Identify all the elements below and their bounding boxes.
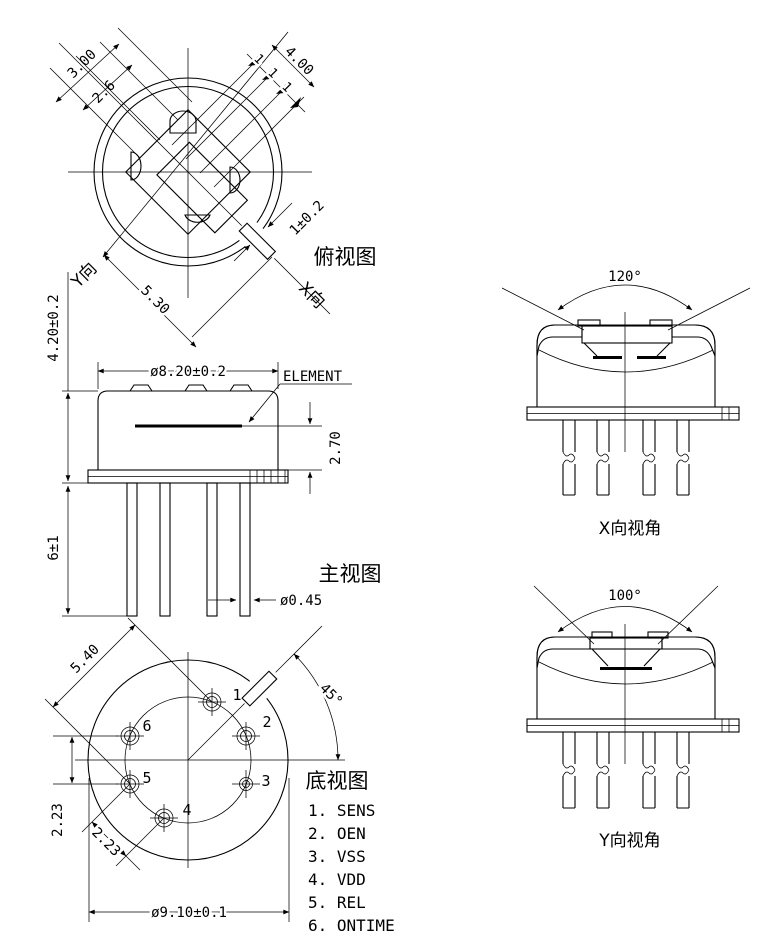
dim-cap-height: 4.20±0.2 bbox=[46, 294, 62, 361]
bottom-view-outline bbox=[75, 625, 345, 868]
dim-base-dia: ø9.10±0.1 bbox=[151, 905, 227, 921]
pin-number-3: 3 bbox=[261, 772, 270, 790]
x-fov-pins bbox=[562, 420, 690, 496]
dim-tab-width: 1±0.2 bbox=[287, 198, 328, 239]
dim-pitch-vertical: 2.23 bbox=[50, 803, 66, 837]
x-fov-angle: 120° bbox=[608, 269, 642, 285]
pin-function-6: 6. ONTIME bbox=[308, 916, 395, 935]
dim-tab-offset: 5.30 bbox=[137, 283, 172, 318]
top-view-label: 俯视图 bbox=[314, 245, 377, 269]
x-fov-view: 120° X向视角 bbox=[501, 267, 751, 539]
pin-number-4: 4 bbox=[182, 801, 191, 819]
top-view: 3.00 2.6 1 1 1 4.00 5.30 1±0.2 bbox=[49, 27, 377, 348]
pin-function-1: 1. SENS bbox=[308, 801, 375, 820]
dim-window-pitch: 3.00 bbox=[65, 47, 100, 82]
pin-3 bbox=[232, 770, 260, 798]
pin-function-4: 4. VDD bbox=[308, 870, 366, 889]
bottom-view-label: 底视图 bbox=[306, 769, 369, 793]
element-note: ELEMENT bbox=[283, 369, 343, 385]
dim-cap-dia: ø8.20±0.2 bbox=[150, 364, 226, 380]
x-fov-angle-dim: 120° bbox=[501, 267, 751, 331]
front-view-outline bbox=[87, 384, 289, 617]
pin-number-6: 6 bbox=[142, 717, 151, 735]
pin-function-2: 2. OEN bbox=[308, 824, 366, 843]
pin-2 bbox=[232, 722, 260, 750]
dim-element-span: 4.00 bbox=[281, 44, 316, 79]
pin-number-1: 1 bbox=[232, 686, 241, 704]
y-fov-label: Y向视角 bbox=[598, 831, 660, 851]
x-fov-label: X向视角 bbox=[599, 519, 662, 539]
front-view-dimensions: ø8.20±0.2 ELEMENT 4.20±0.2 6±1 2.70 ø0.4… bbox=[46, 272, 352, 617]
dim-pin-length: 6±1 bbox=[46, 535, 62, 560]
dim-element-depth: 2.70 bbox=[328, 431, 344, 465]
bottom-view-pins: 1 2 3 4 5 6 bbox=[116, 686, 272, 832]
y-fov-view: 100° Y向视角 bbox=[526, 586, 740, 851]
top-view-tab bbox=[233, 216, 284, 267]
x-fov-outline bbox=[526, 312, 740, 496]
y-fov-angle-dim: 100° bbox=[533, 586, 719, 645]
pin-function-list: 1. SENS 2. OEN 3. VSS 4. VDD 5. REL 6. O… bbox=[308, 801, 395, 935]
y-fov-outline bbox=[526, 624, 740, 809]
y-fov-pins bbox=[562, 732, 690, 809]
dim-pitch-diagonal: 2.23 bbox=[88, 825, 123, 860]
front-view-pins bbox=[126, 482, 251, 617]
dim-pin-dia: ø0.45 bbox=[280, 593, 322, 609]
pin-function-3: 3. VSS bbox=[308, 847, 366, 866]
front-view-label: 主视图 bbox=[319, 562, 382, 586]
front-view: ø8.20±0.2 ELEMENT 4.20±0.2 6±1 2.70 ø0.4… bbox=[46, 272, 382, 617]
dim-window-width: 2.6 bbox=[90, 78, 119, 107]
dim-pin-circle: 5.40 bbox=[68, 642, 103, 677]
axis-y-label: Y向 bbox=[67, 259, 101, 293]
bottom-view: 1 2 3 4 5 6 45° 5.40 2.23 2.23 ø bbox=[44, 617, 395, 935]
pin-number-5: 5 bbox=[142, 769, 151, 787]
pin-function-5: 5. REL bbox=[308, 893, 366, 912]
dim-tab-angle: 45° bbox=[316, 681, 345, 710]
y-fov-angle: 100° bbox=[608, 588, 642, 604]
bottom-view-tab bbox=[236, 663, 285, 712]
pin-number-2: 2 bbox=[262, 713, 271, 731]
bottom-view-dimensions: 45° 5.40 2.23 2.23 ø9.10±0.1 bbox=[44, 617, 348, 924]
pin-6 bbox=[116, 722, 144, 750]
